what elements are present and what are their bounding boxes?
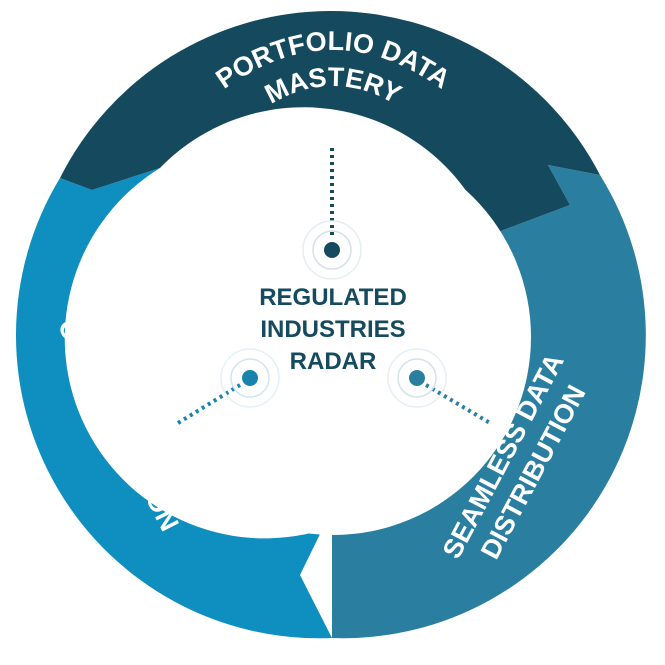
center-title-line3: RADAR: [290, 348, 377, 375]
radar-dot-top: [302, 220, 362, 280]
radar-dot-left: [220, 348, 280, 408]
center-title-line2: INDUSTRIES: [260, 316, 405, 343]
segment-portfolio-data-mastery: [60, 10, 600, 235]
connector-right: [424, 383, 492, 425]
center-title: REGULATED INDUSTRIES RADAR: [259, 284, 407, 375]
inner-circle: [135, 139, 531, 535]
connectors: [176, 148, 492, 425]
segment-seamless-data-distribution: [332, 165, 646, 639]
outer-ring: [15, 10, 646, 639]
segment-go-to-market-orchestration: [15, 168, 332, 639]
center-title-line1: REGULATED: [259, 284, 407, 311]
radar-dot-right: [387, 348, 447, 408]
connector-left: [176, 383, 242, 425]
